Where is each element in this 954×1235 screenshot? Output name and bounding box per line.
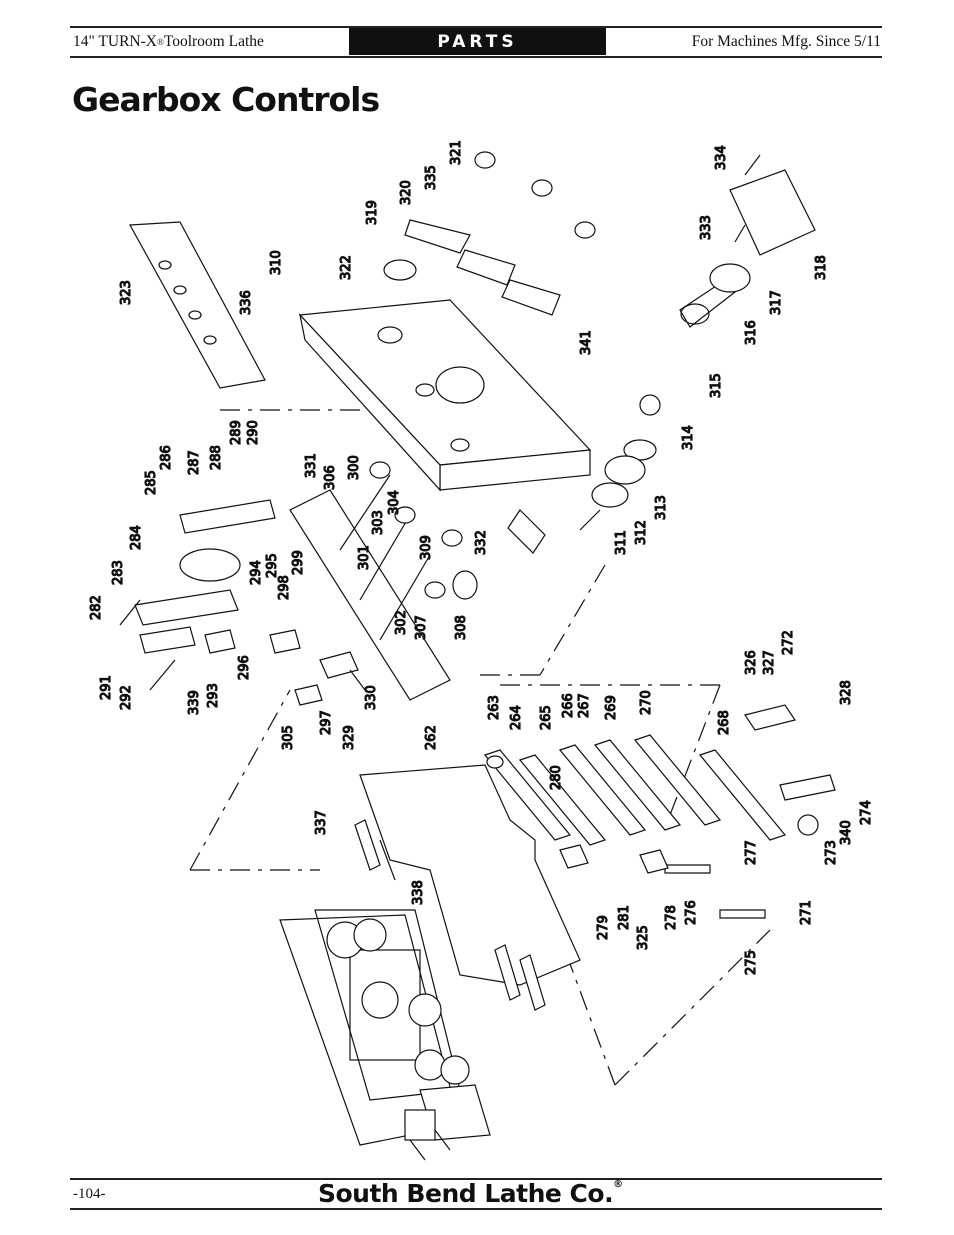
- callout-311: 311: [614, 530, 629, 555]
- callout-325: 325: [636, 925, 651, 950]
- callout-315: 315: [709, 373, 724, 398]
- page-number: -104-: [73, 1186, 106, 1202]
- callout-301: 301: [357, 545, 372, 570]
- callout-265: 265: [539, 705, 554, 730]
- callout-295: 295: [265, 553, 280, 578]
- exploded-parts-diagram: 262 263 264 265 266 267 268 269 270 271 …: [80, 130, 880, 1170]
- callout-305: 305: [281, 725, 296, 750]
- callout-286: 286: [159, 445, 174, 470]
- callout-333: 333: [699, 215, 714, 240]
- callout-279: 279: [596, 915, 611, 940]
- callout-298: 298: [277, 575, 292, 600]
- callout-340: 340: [839, 820, 854, 845]
- callout-338: 338: [411, 880, 426, 905]
- callout-291: 291: [99, 675, 114, 700]
- callout-321: 321: [449, 140, 464, 165]
- callout-283: 283: [111, 560, 126, 585]
- callout-285: 285: [144, 470, 159, 495]
- callout-276: 276: [684, 900, 699, 925]
- callout-306: 306: [323, 465, 338, 490]
- callout-300: 300: [347, 455, 362, 480]
- callout-313: 313: [654, 495, 669, 520]
- callout-278: 278: [664, 905, 679, 930]
- callout-277: 277: [744, 840, 759, 865]
- callout-330: 330: [364, 685, 379, 710]
- callout-263: 263: [487, 695, 502, 720]
- callout-281: 281: [617, 905, 632, 930]
- callout-309: 309: [419, 535, 434, 560]
- callout-316: 316: [744, 320, 759, 345]
- callout-318: 318: [814, 255, 829, 280]
- callout-289: 289: [229, 420, 244, 445]
- callout-296: 296: [237, 655, 252, 680]
- header-bottom-rule: [70, 56, 882, 58]
- callout-299: 299: [291, 550, 306, 575]
- callout-273: 273: [824, 840, 839, 865]
- callout-335: 335: [424, 165, 439, 190]
- callout-270: 270: [639, 690, 654, 715]
- callout-267: 267: [577, 693, 592, 718]
- callout-274: 274: [859, 800, 874, 825]
- callout-320: 320: [399, 180, 414, 205]
- callout-322: 322: [339, 255, 354, 280]
- callout-284: 284: [129, 525, 144, 550]
- header-machine-name: 14" TURN-X® Toolroom Lathe: [73, 33, 264, 50]
- callout-332: 332: [474, 530, 489, 555]
- callout-304: 304: [387, 490, 402, 515]
- callout-282: 282: [89, 595, 104, 620]
- callout-268: 268: [717, 710, 732, 735]
- part-number-callouts: 262 263 264 265 266 267 268 269 270 271 …: [88, 140, 874, 976]
- callout-337: 337: [314, 810, 329, 835]
- callout-341: 341: [579, 330, 594, 355]
- callout-336: 336: [239, 290, 254, 315]
- callout-329: 329: [342, 725, 357, 750]
- callout-308: 308: [454, 615, 469, 640]
- callout-292: 292: [119, 685, 134, 710]
- callout-293: 293: [206, 683, 221, 708]
- callout-266: 266: [561, 693, 576, 718]
- callout-297: 297: [319, 710, 334, 735]
- callout-319: 319: [365, 200, 380, 225]
- header-mfg-date: For Machines Mfg. Since 5/11: [691, 33, 881, 50]
- callout-334: 334: [714, 145, 729, 170]
- callout-271: 271: [799, 900, 814, 925]
- page-title: Gearbox Controls: [72, 80, 380, 119]
- callout-280: 280: [549, 765, 564, 790]
- callout-312: 312: [634, 520, 649, 545]
- callout-290: 290: [246, 420, 261, 445]
- callout-328: 328: [839, 680, 854, 705]
- diagram-artwork: [119, 151, 836, 1161]
- callout-287: 287: [187, 450, 202, 475]
- callout-275: 275: [744, 950, 759, 975]
- footer-bottom-rule: [70, 1208, 882, 1210]
- callout-264: 264: [509, 705, 524, 730]
- callout-323: 323: [119, 280, 134, 305]
- callout-302: 302: [394, 610, 409, 635]
- callout-326: 326: [744, 650, 759, 675]
- callout-262: 262: [424, 725, 439, 750]
- callout-317: 317: [769, 290, 784, 315]
- callout-314: 314: [681, 425, 696, 450]
- callout-272: 272: [781, 630, 796, 655]
- callout-327: 327: [762, 650, 777, 675]
- callout-303: 303: [371, 510, 386, 535]
- callout-269: 269: [604, 695, 619, 720]
- callout-294: 294: [249, 560, 264, 585]
- callout-307: 307: [414, 615, 429, 640]
- callout-288: 288: [209, 445, 224, 470]
- callout-339: 339: [187, 690, 202, 715]
- brand-logo: South Bend Lathe Co.®: [318, 1179, 623, 1208]
- header-top-rule: [70, 26, 882, 28]
- footer-top-rule: [70, 1178, 882, 1180]
- header-section-label: PARTS: [349, 28, 606, 55]
- callout-310: 310: [269, 250, 284, 275]
- callout-331: 331: [304, 453, 319, 478]
